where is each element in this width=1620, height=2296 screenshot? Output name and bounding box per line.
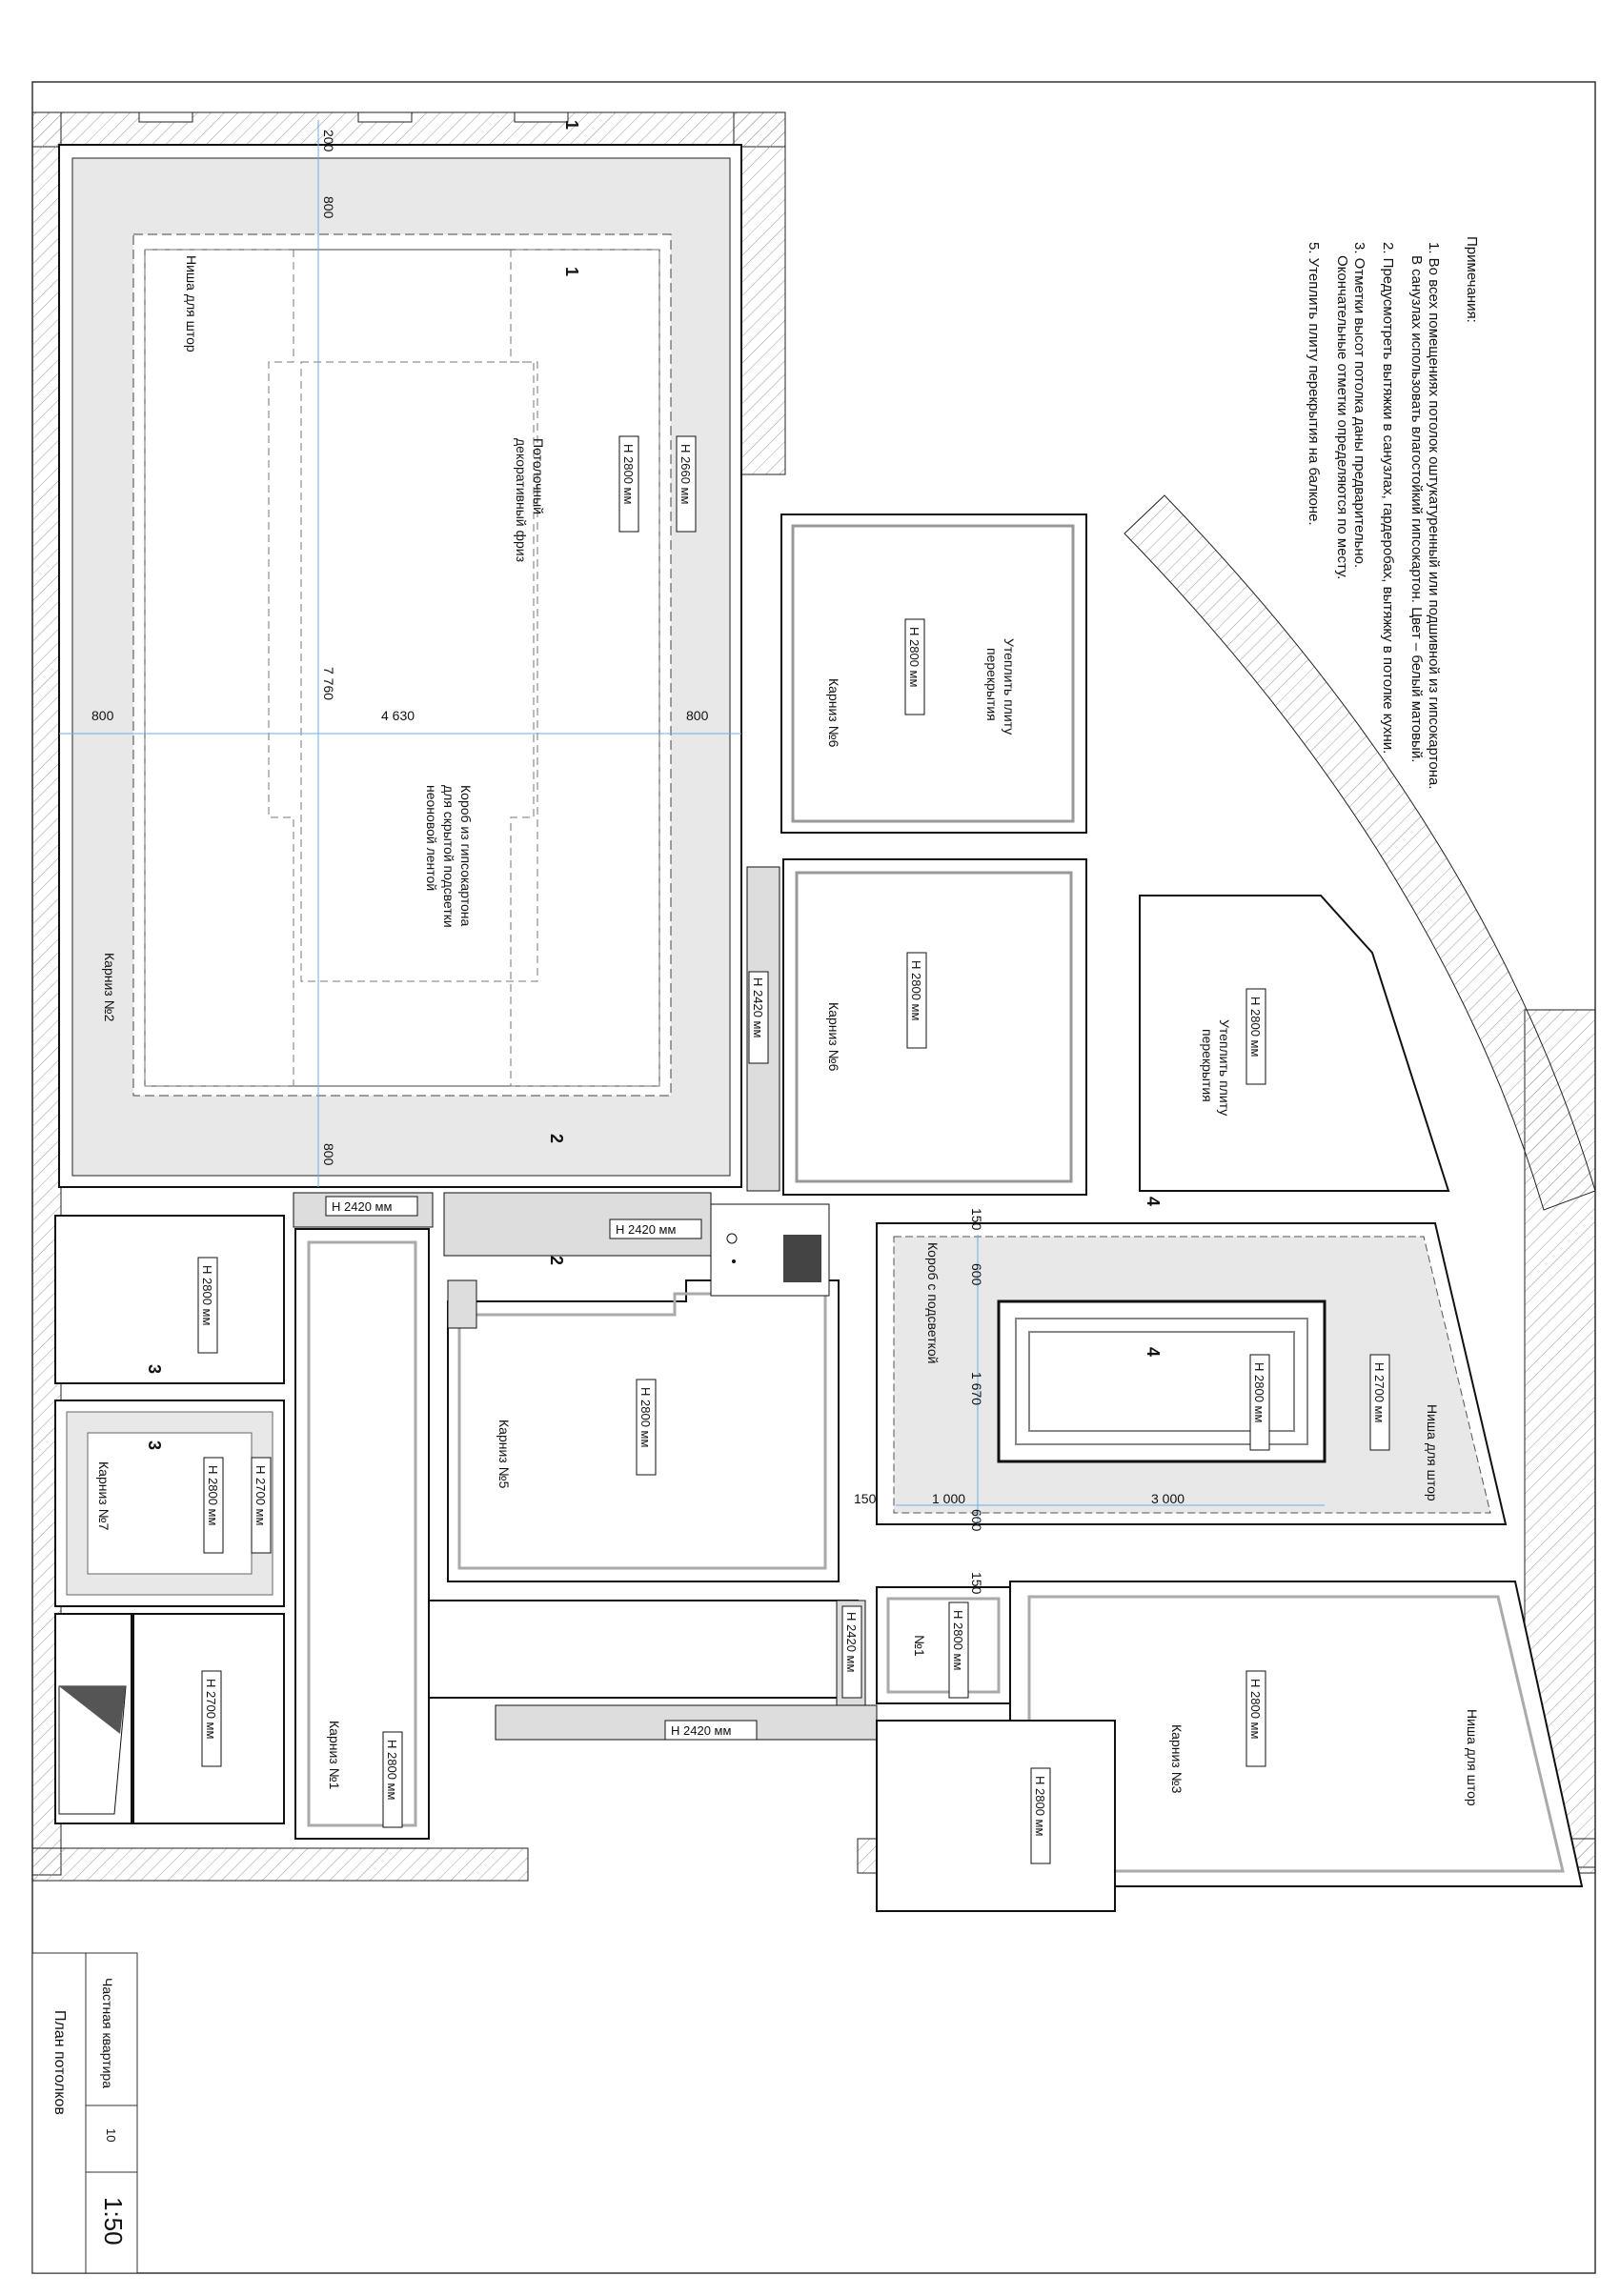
balcony — [1139, 895, 1450, 1192]
note-1: 1. Во всех помещениях потолок оштукатуре… — [1426, 242, 1442, 789]
dim-4630: 4 630 — [381, 708, 415, 723]
section-4-a: 4 — [1144, 1197, 1163, 1206]
tag-h2700-left2: Н 2700 мм — [253, 1465, 268, 1525]
section-1-a: 1 — [562, 120, 581, 130]
tag-h2800-box: Н 2800 мм — [1252, 1362, 1266, 1422]
section-marks: 1 1 2 2 3 3 4 4 — [145, 120, 1163, 1450]
section-1-b: 1 — [562, 267, 581, 276]
tb-sheet-title: План потолков — [51, 2010, 68, 2115]
tag-h2800-balcony: Н 2800 мм — [1248, 997, 1263, 1057]
section-3-b: 3 — [145, 1440, 164, 1450]
note-3b: Окончательные отметки определяются по ме… — [1334, 255, 1350, 579]
label-box-1: Короб из гипсокартона — [458, 785, 474, 926]
notes-block: Примечания: 1. Во всех помещениях потоло… — [1306, 236, 1480, 789]
dim-7760: 7 760 — [321, 667, 336, 700]
notes-title: Примечания: — [1464, 236, 1480, 323]
labels: Ниша для штор Потолочный декоративный фр… — [96, 255, 1480, 1806]
note-1b: В санузлах использовать влагостойкий гип… — [1408, 255, 1425, 762]
tb-project: Частная квартира — [100, 1978, 115, 2088]
bath-small — [876, 1586, 1011, 1704]
label-cornice-1: Карниз №1 — [327, 1721, 342, 1790]
tag-h2420-c: Н 2420 мм — [671, 1723, 731, 1738]
small-closet — [710, 1203, 830, 1297]
dim-800-top: 800 — [321, 196, 336, 219]
tag-h2800-left2: Н 2800 мм — [206, 1465, 220, 1525]
left-rooms — [54, 1215, 285, 1824]
tag-h2800-corr: Н 2800 мм — [385, 1740, 399, 1800]
label-cornice-3: Карниз №3 — [1169, 1724, 1185, 1794]
label-cornice-6b: Карниз №6 — [826, 1002, 841, 1072]
label-box-light: Короб с подсветкой — [925, 1242, 941, 1363]
tag-h2420-e: Н 2420 мм — [844, 1612, 859, 1672]
dim-600-b: 600 — [969, 1509, 984, 1532]
tag-h2800-b1: Н 2800 мм — [907, 627, 921, 687]
dim-600-a: 600 — [969, 1263, 984, 1286]
title-block: Частная квартира План потолков 10 1:50 — [31, 1952, 138, 2274]
section-2-a: 2 — [547, 1134, 566, 1143]
height-tags: Н 2660 мм Н 2800 мм Н 2800 мм Н 2800 мм … — [197, 435, 1390, 1864]
tag-h2700-box: Н 2700 мм — [1372, 1362, 1387, 1422]
label-frieze-1: Потолочный — [531, 438, 546, 514]
living-room — [58, 120, 742, 1188]
tag-h2800-left1: Н 2800 мм — [200, 1265, 214, 1325]
tag-h2800-bedroom: Н 2800 мм — [1248, 1679, 1263, 1739]
tag-h2800-room: Н 2800 мм — [1033, 1776, 1047, 1836]
label-niche-box: Ниша для штор — [1425, 1404, 1440, 1501]
dim-800-bottom: 800 — [321, 1143, 336, 1166]
note-2: 2. Предусмотреть вытяжки в санузлах, гар… — [1380, 242, 1396, 754]
tag-h2660: Н 2660 мм — [678, 444, 693, 504]
dim-150-b: 150 — [969, 1572, 984, 1595]
tag-h2420-b: Н 2420 мм — [616, 1222, 676, 1237]
dim-1670: 1 670 — [969, 1372, 984, 1405]
tag-h2420-a: Н 2420 мм — [332, 1199, 392, 1214]
bedroom-top — [746, 514, 1087, 1196]
label-niche-bedroom: Ниша для штор — [1465, 1709, 1480, 1806]
tag-h2800-living: Н 2800 мм — [621, 444, 636, 504]
dim-1000: 1 000 — [932, 1491, 965, 1506]
section-4-b: 4 — [1144, 1347, 1163, 1357]
label-insulate-2b: перекрытия — [1200, 1029, 1215, 1102]
dim-200: 200 — [321, 130, 336, 152]
note-5: 5. Утеплить плиту перекрытия на балконе. — [1306, 242, 1322, 526]
section-2-b: 2 — [547, 1256, 566, 1265]
label-box-2: для скрытой подсветки — [441, 785, 456, 928]
section-3-a: 3 — [145, 1364, 164, 1374]
label-insulate-2a: перекрытия — [984, 648, 1000, 721]
note-3: 3. Отметки высот потолка даны предварите… — [1351, 242, 1367, 568]
bedroom-bottom — [876, 1581, 1584, 1912]
tag-h2420-d: Н 2420 мм — [751, 977, 765, 1037]
corridors — [293, 1192, 878, 1840]
dim-150-c: 150 — [854, 1491, 877, 1506]
tag-h2800-b2: Н 2800 мм — [909, 960, 923, 1020]
label-insulate-1a: Утеплить плиту — [1002, 638, 1017, 735]
label-cornice-5: Карниз №5 — [496, 1420, 512, 1489]
dim-800-left: 800 — [91, 708, 114, 723]
dim-800-right: 800 — [686, 708, 709, 723]
tag-h2700-left3: Н 2700 мм — [204, 1679, 218, 1739]
label-cornice-7: Карниз №7 — [96, 1461, 111, 1531]
dim-150-a: 150 — [969, 1208, 984, 1231]
label-insulate-1b: Утеплить плиту — [1217, 1019, 1232, 1116]
label-frieze-2: декоративный фриз — [514, 438, 529, 562]
label-box-3: неоновой лентой — [424, 785, 439, 891]
tag-h2800-bath: Н 2800 мм — [951, 1610, 965, 1670]
label-niche-living: Ниша для штор — [184, 255, 199, 352]
tb-scale: 1:50 — [99, 2197, 128, 2246]
label-n1: №1 — [912, 1635, 927, 1657]
tb-sheet-no: 10 — [104, 2128, 118, 2142]
box-room — [876, 1222, 1508, 1525]
label-cornice-6a: Карниз №6 — [826, 678, 841, 748]
label-cornice-2: Карниз №2 — [102, 953, 117, 1022]
dim-3000: 3 000 — [1151, 1491, 1185, 1506]
tag-h2800-central: Н 2800 мм — [638, 1387, 653, 1447]
